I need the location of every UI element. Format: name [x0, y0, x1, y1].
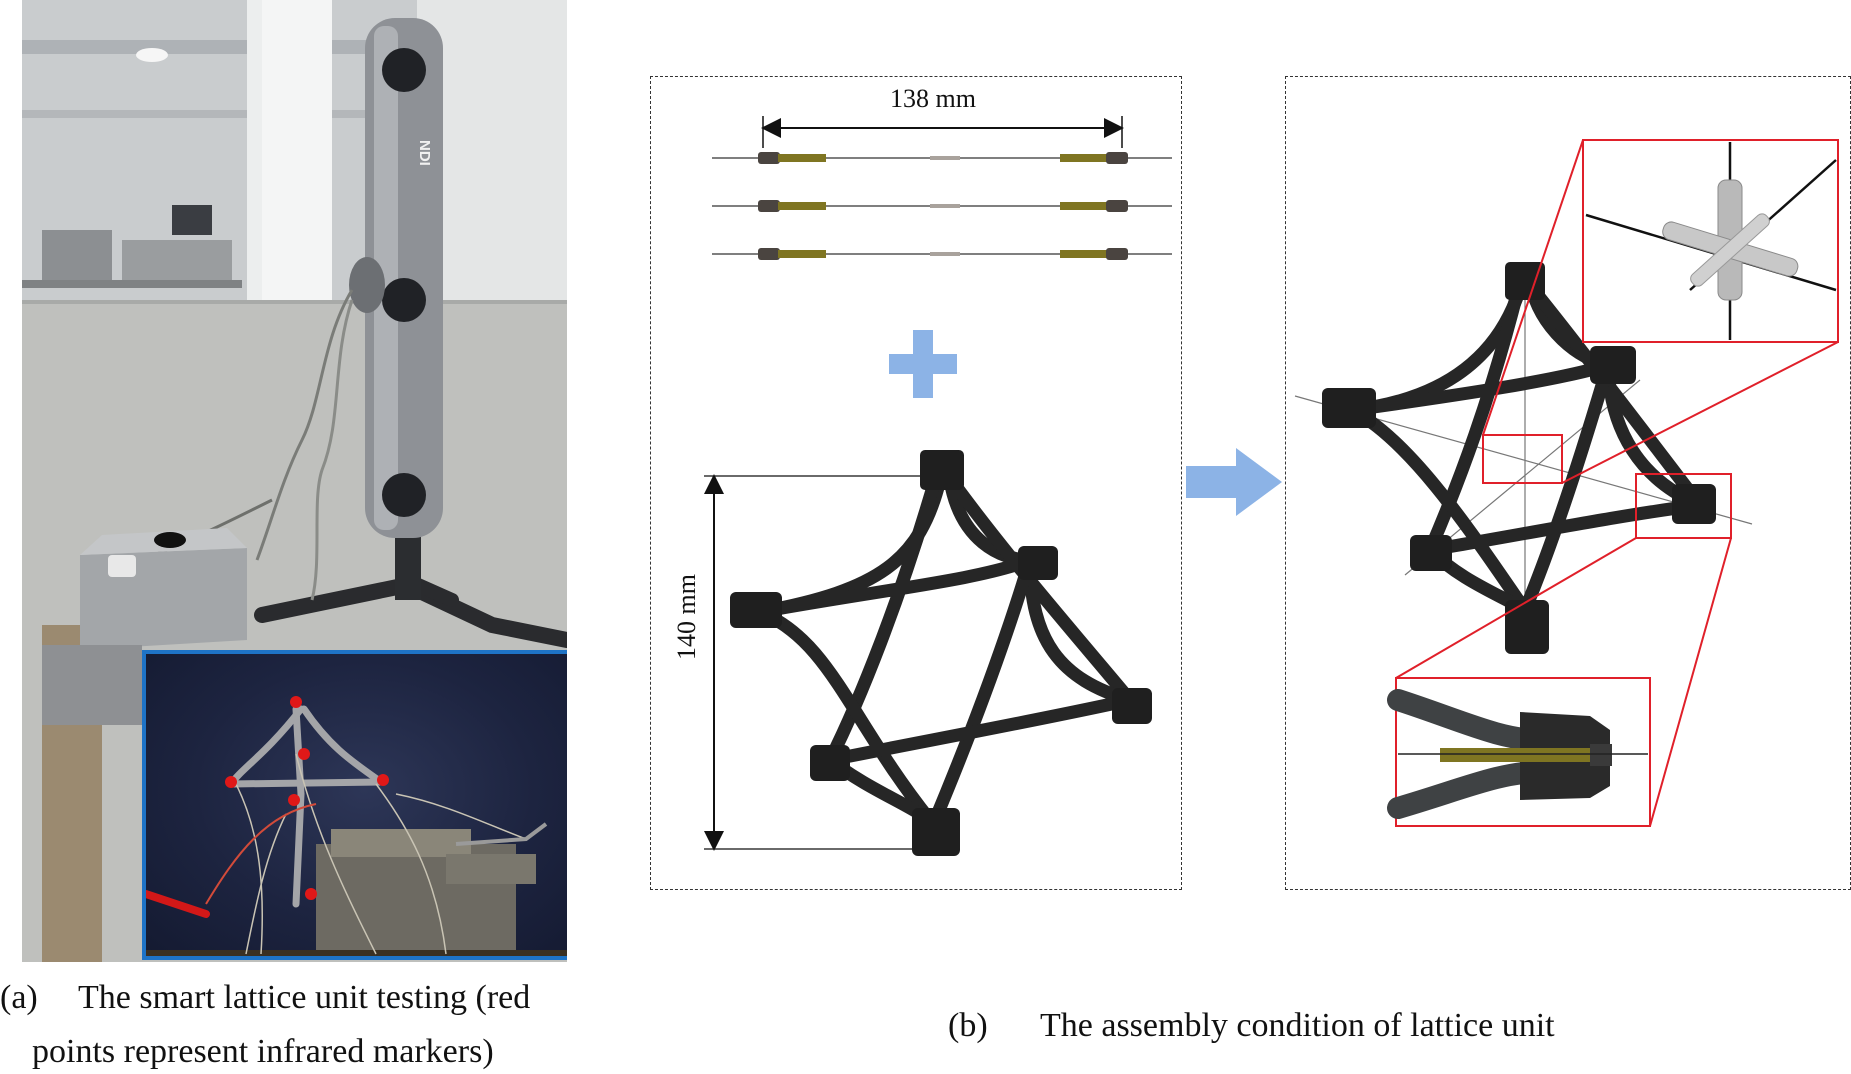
node-top — [1505, 262, 1545, 300]
node-right-top — [1590, 346, 1636, 384]
inset-scene — [146, 696, 567, 956]
floor-line — [22, 300, 567, 304]
node-left-bottom — [1410, 535, 1452, 571]
red-wire — [205, 803, 317, 905]
node-left — [730, 592, 782, 628]
leader-line — [1649, 537, 1732, 827]
caption-b-text: The assembly condition of lattice unit — [1040, 1007, 1555, 1044]
node-top — [920, 450, 964, 490]
width-dimension-label: 138 mm — [890, 84, 976, 113]
machine — [42, 230, 112, 280]
testing-photo: NDI — [22, 0, 567, 962]
vise-screw — [446, 854, 536, 884]
assembled-nodes — [1322, 262, 1716, 654]
rod — [712, 152, 1172, 164]
connector — [108, 555, 136, 577]
camera-lens-middle — [382, 278, 426, 322]
components-frame — [650, 76, 1182, 890]
caption-a-line2: points represent infrared markers) — [32, 1033, 494, 1070]
rod — [712, 200, 1172, 212]
camera-mount — [349, 257, 385, 313]
red-clip — [146, 890, 210, 918]
probe — [455, 822, 548, 846]
leader-line — [1561, 341, 1839, 484]
node-right-top — [1018, 546, 1058, 580]
camera-lens-top — [382, 48, 426, 92]
cable — [255, 289, 354, 561]
marker — [377, 774, 389, 786]
zoom-box-node — [1635, 473, 1732, 539]
wires — [235, 753, 527, 955]
node-bottom — [912, 808, 960, 856]
camera-bar-highlight — [374, 26, 398, 530]
node-right — [1672, 484, 1716, 524]
marker — [290, 696, 302, 708]
node-left — [1322, 388, 1376, 428]
workbench — [122, 240, 232, 280]
node-bottom — [1505, 600, 1549, 654]
camera-lens-bottom — [382, 473, 426, 517]
joint-detail — [1585, 142, 1837, 340]
bench — [146, 950, 567, 956]
monitor — [172, 205, 212, 235]
node-left-bottom — [810, 745, 850, 781]
marker — [305, 888, 317, 900]
knob — [154, 532, 186, 548]
marker — [298, 748, 310, 760]
control-box-front — [42, 645, 142, 725]
caption-b: (b) The assembly condition of lattice uni… — [948, 1004, 1555, 1048]
lattice-nodes — [730, 450, 1152, 856]
infrared-markers — [225, 696, 389, 900]
rod — [712, 248, 1172, 260]
camera-logo: NDI — [416, 140, 433, 166]
node-right — [1112, 688, 1152, 724]
plus-icon — [889, 330, 957, 398]
bench-top — [22, 280, 242, 288]
caption-a-line1: (a) The smart lattice unit testing (red — [0, 976, 530, 1020]
leader-line — [1395, 537, 1637, 679]
lab-scene: NDI — [22, 0, 567, 962]
leader-line — [1482, 139, 1584, 436]
marker — [225, 776, 237, 788]
lattice-unit — [753, 473, 1137, 827]
marker — [288, 794, 300, 806]
ceiling-lamp — [136, 48, 168, 62]
zoom-box-center — [1482, 434, 1563, 484]
vise-jaw — [331, 829, 471, 857]
inset-photo — [142, 650, 567, 960]
rods — [712, 152, 1172, 260]
caption-a-label: (a) — [0, 979, 38, 1016]
node-detail — [1387, 689, 1648, 819]
caption-b-label: (b) — [948, 1007, 988, 1044]
cable — [310, 299, 354, 601]
right-arrow-icon — [1186, 448, 1282, 516]
caption-a-text: The smart lattice unit testing (red — [78, 979, 531, 1016]
